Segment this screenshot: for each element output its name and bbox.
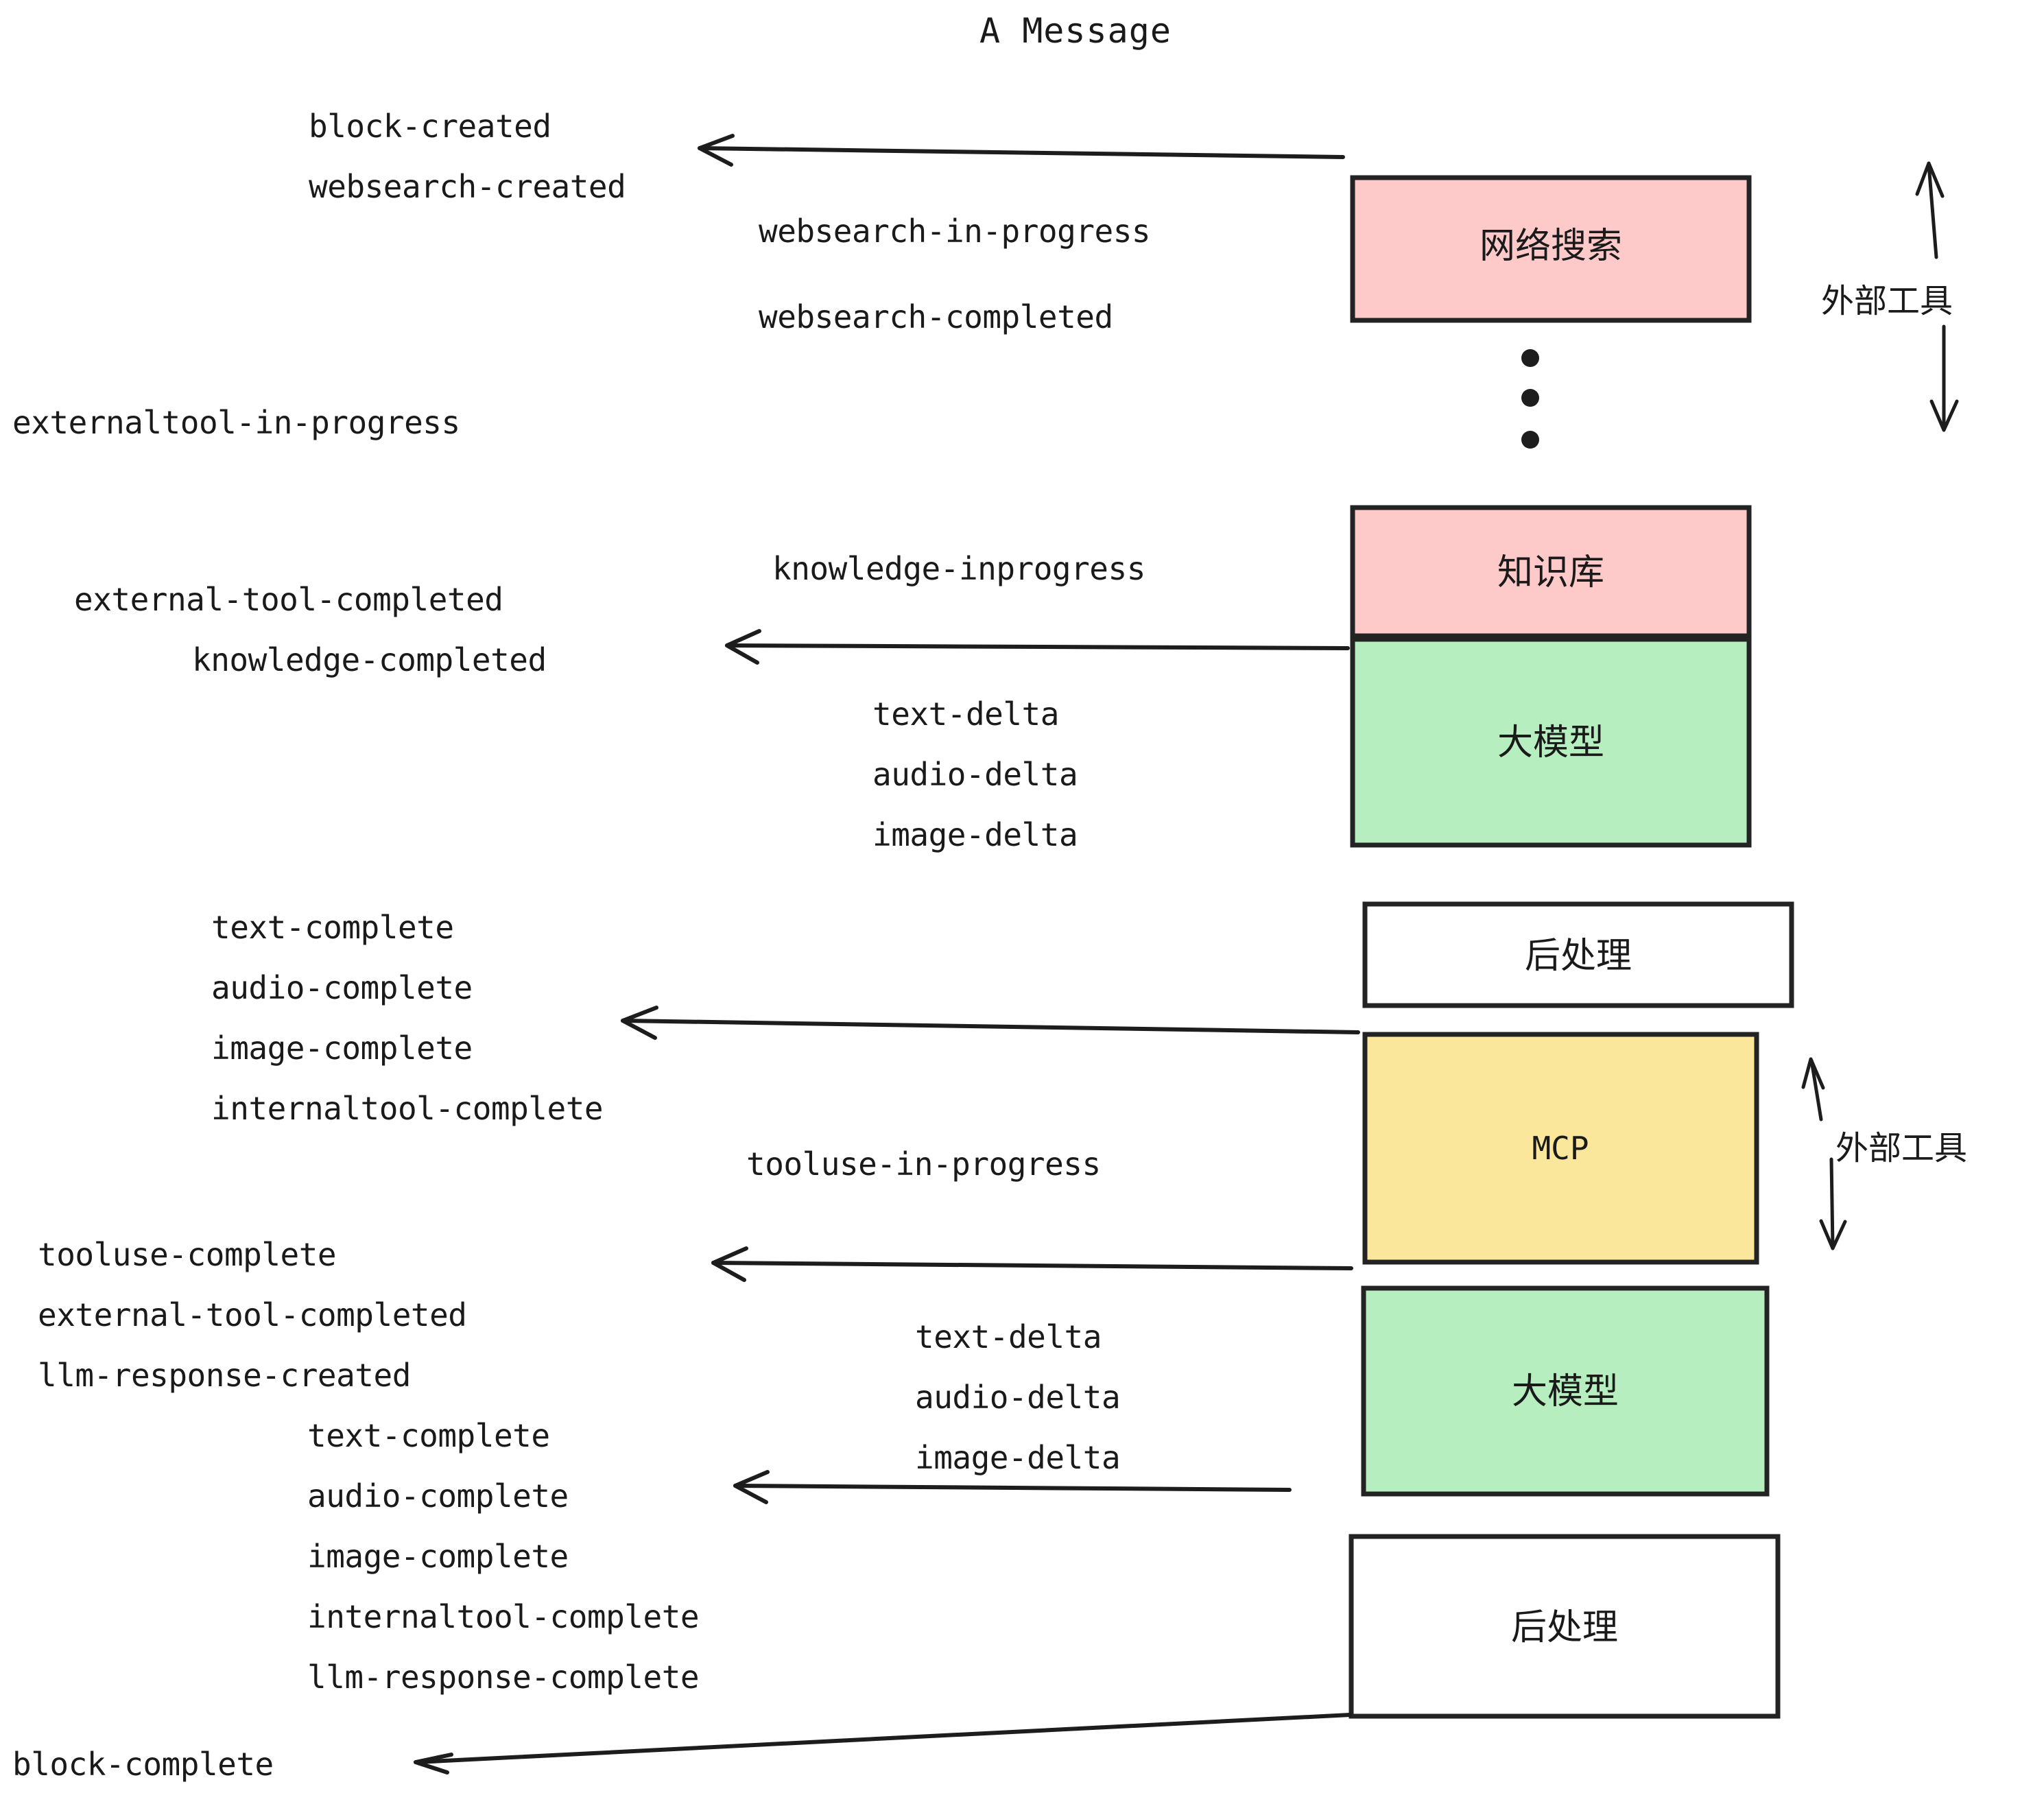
external-tool-label-top: 外部工具	[1821, 282, 1953, 320]
event-label-text-complete-1: text-complete	[211, 909, 454, 946]
event-label-audio-delta-1: audio-delta	[872, 756, 1078, 793]
box-knowledge-label: 知识库	[1497, 552, 1604, 593]
box-postprocess-2	[1348, 1534, 1781, 1719]
event-label-internaltool-complete-2: internaltool-complete	[307, 1598, 699, 1635]
box-websearch	[1350, 175, 1752, 323]
event-label-llm-response-created: llm-response-created	[38, 1357, 411, 1394]
event-label-image-delta-2: image-delta	[915, 1439, 1120, 1476]
event-label-audio-complete-1: audio-complete	[211, 969, 473, 1006]
event-label-internaltool-complete-1: internaltool-complete	[211, 1090, 603, 1127]
box-postprocess-2-label: 后处理	[1511, 1607, 1618, 1648]
flow-arrow-knowledge-completed	[725, 629, 1350, 665]
flow-arrow-image-complete	[621, 1006, 1360, 1040]
external-tool-bracket-bottom	[1801, 1057, 1847, 1250]
box-mcp	[1362, 1032, 1759, 1265]
event-label-websearch-created: websearch-created	[309, 168, 626, 205]
flow-arrow-tooluse-complete	[711, 1246, 1353, 1282]
event-label-block-complete: block-complete	[12, 1746, 274, 1783]
vertical-ellipsis	[1521, 349, 1539, 449]
box-postprocess-1	[1362, 901, 1794, 1008]
event-label-text-delta-1: text-delta	[872, 696, 1059, 733]
event-label-block-created: block-created	[309, 108, 551, 145]
event-label-external-tool-completed-1: external-tool-completed	[74, 581, 503, 618]
event-label-image-complete-2: image-complete	[307, 1538, 569, 1575]
event-label-knowledge-completed: knowledge-completed	[192, 641, 547, 678]
event-label-llm-response-complete: llm-response-complete	[307, 1659, 699, 1696]
box-knowledge	[1350, 505, 1752, 639]
box-llm-2	[1361, 1285, 1770, 1497]
event-label-image-delta-1: image-delta	[872, 816, 1078, 853]
event-label-knowledge-inprogress: knowledge-inprogress	[772, 550, 1145, 587]
flow-arrow-websearch-created	[698, 134, 1345, 167]
event-label-audio-complete-2: audio-complete	[307, 1477, 569, 1515]
external-tool-bracket-top	[1915, 161, 1959, 432]
event-label-websearch-completed: websearch-completed	[759, 298, 1113, 335]
event-label-text-delta-2: text-delta	[915, 1318, 1102, 1355]
event-label-websearch-in-progress: websearch-in-progress	[759, 213, 1150, 250]
box-llm-1	[1350, 637, 1752, 848]
box-llm-2-label: 大模型	[1512, 1371, 1619, 1412]
event-label-externaltool-in-progress: externaltool-in-progress	[12, 404, 460, 441]
box-llm-1-label: 大模型	[1497, 722, 1604, 763]
event-label-image-complete-1: image-complete	[211, 1030, 473, 1067]
flow-arrow-block-complete	[414, 1713, 1352, 1775]
flow-arrow-audio-complete	[733, 1470, 1292, 1504]
box-mcp-label: MCP	[1532, 1130, 1589, 1167]
event-label-text-complete-2: text-complete	[307, 1417, 550, 1454]
box-postprocess-1-label: 后处理	[1525, 936, 1632, 977]
event-label-tooluse-complete: tooluse-complete	[38, 1236, 336, 1273]
box-websearch-label: 网络搜索	[1479, 226, 1622, 267]
diagram-title: A Message	[979, 11, 1172, 51]
event-label-external-tool-completed-2: external-tool-completed	[38, 1296, 466, 1333]
external-tool-label-bottom: 外部工具	[1835, 1129, 1967, 1167]
event-label-audio-delta-2: audio-delta	[915, 1379, 1120, 1416]
event-label-tooluse-in-progress: tooluse-in-progress	[746, 1146, 1101, 1183]
